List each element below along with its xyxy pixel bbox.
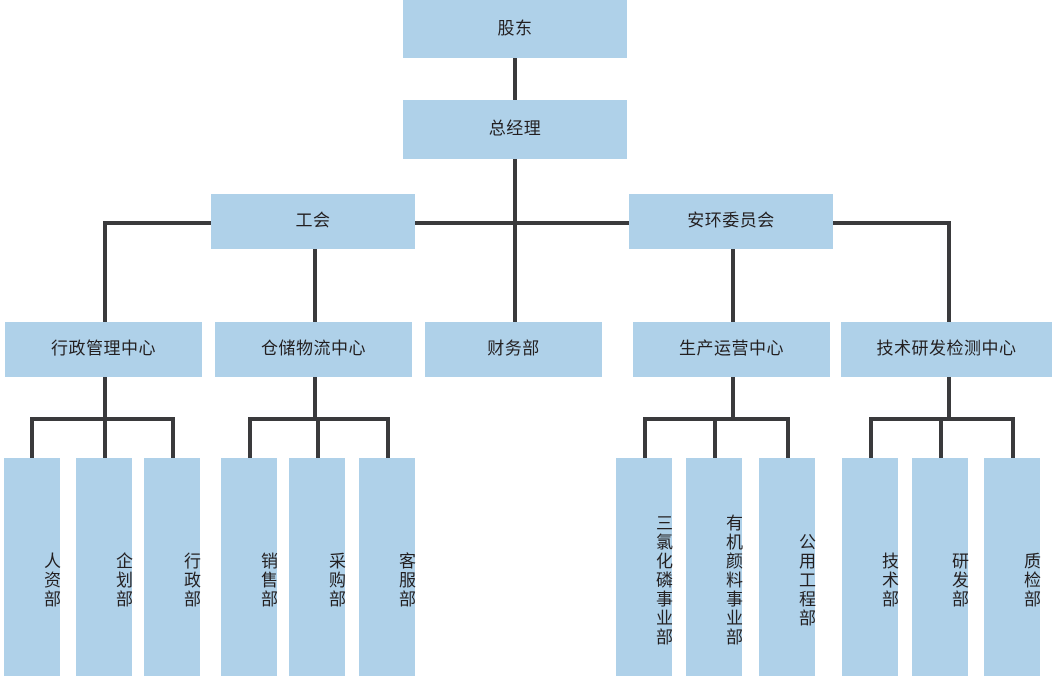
connector-admin-child-2: [103, 417, 107, 459]
connector-rnd-child-3: [1011, 417, 1015, 459]
connector-rnd-child-1: [869, 417, 873, 459]
connector-warehouse-child-3: [386, 417, 390, 459]
connector-safety-to-production-center: [731, 249, 735, 323]
connector-to-admin-center: [103, 221, 107, 323]
node-shareholder[interactable]: 股东: [403, 0, 627, 58]
connector-warehouse-child-2: [316, 417, 320, 459]
node-safety-env-committee[interactable]: 安环委员会: [629, 194, 833, 249]
node-labor-union[interactable]: 工会: [211, 194, 415, 249]
connector-production-child-3: [786, 417, 790, 459]
connector-rnd-child-2: [939, 417, 943, 459]
node-warehouse-logistics-center[interactable]: 仓储物流中心: [215, 322, 412, 377]
node-pcl3-business-unit[interactable]: 三氯化磷事业部: [616, 458, 672, 676]
connector-production-child-2: [713, 417, 717, 459]
node-general-manager[interactable]: 总经理: [403, 100, 627, 159]
node-tech-rnd-testing-center[interactable]: 技术研发检测中心: [841, 322, 1052, 377]
node-production-operations-center[interactable]: 生产运营中心: [633, 322, 830, 377]
connector-union-to-warehouse-center: [313, 249, 317, 323]
connector-rnd-stem: [947, 377, 951, 421]
connector-warehouse-stem: [313, 377, 317, 421]
node-utilities-engineering-department[interactable]: 公用工程部: [759, 458, 815, 676]
node-technology-department[interactable]: 技术部: [842, 458, 898, 676]
node-hr-department[interactable]: 人资部: [4, 458, 60, 676]
node-quality-inspection-department[interactable]: 质检部: [984, 458, 1040, 676]
connector-admin-child-1: [30, 417, 34, 459]
connector-warehouse-child-1: [248, 417, 252, 459]
node-purchasing-department[interactable]: 采购部: [289, 458, 345, 676]
node-organic-pigment-business-unit[interactable]: 有机颜料事业部: [686, 458, 742, 676]
connector-level3-bar: [103, 221, 951, 225]
connector-production-stem: [731, 377, 735, 421]
node-rnd-department[interactable]: 研发部: [912, 458, 968, 676]
connector-admin-bar: [30, 417, 175, 421]
node-finance-department[interactable]: 财务部: [425, 322, 602, 377]
connector-admin-child-3: [171, 417, 175, 459]
connector-shareholder-to-gm: [513, 58, 517, 100]
node-admin-management-center[interactable]: 行政管理中心: [5, 322, 202, 377]
node-customer-service-department[interactable]: 客服部: [359, 458, 415, 676]
connector-production-child-1: [643, 417, 647, 459]
node-sales-department[interactable]: 销售部: [221, 458, 277, 676]
connector-to-rnd-center: [947, 221, 951, 323]
connector-gm-trunk: [513, 159, 517, 323]
node-planning-department[interactable]: 企划部: [76, 458, 132, 676]
connector-admin-stem: [103, 377, 107, 421]
node-administration-department[interactable]: 行政部: [144, 458, 200, 676]
